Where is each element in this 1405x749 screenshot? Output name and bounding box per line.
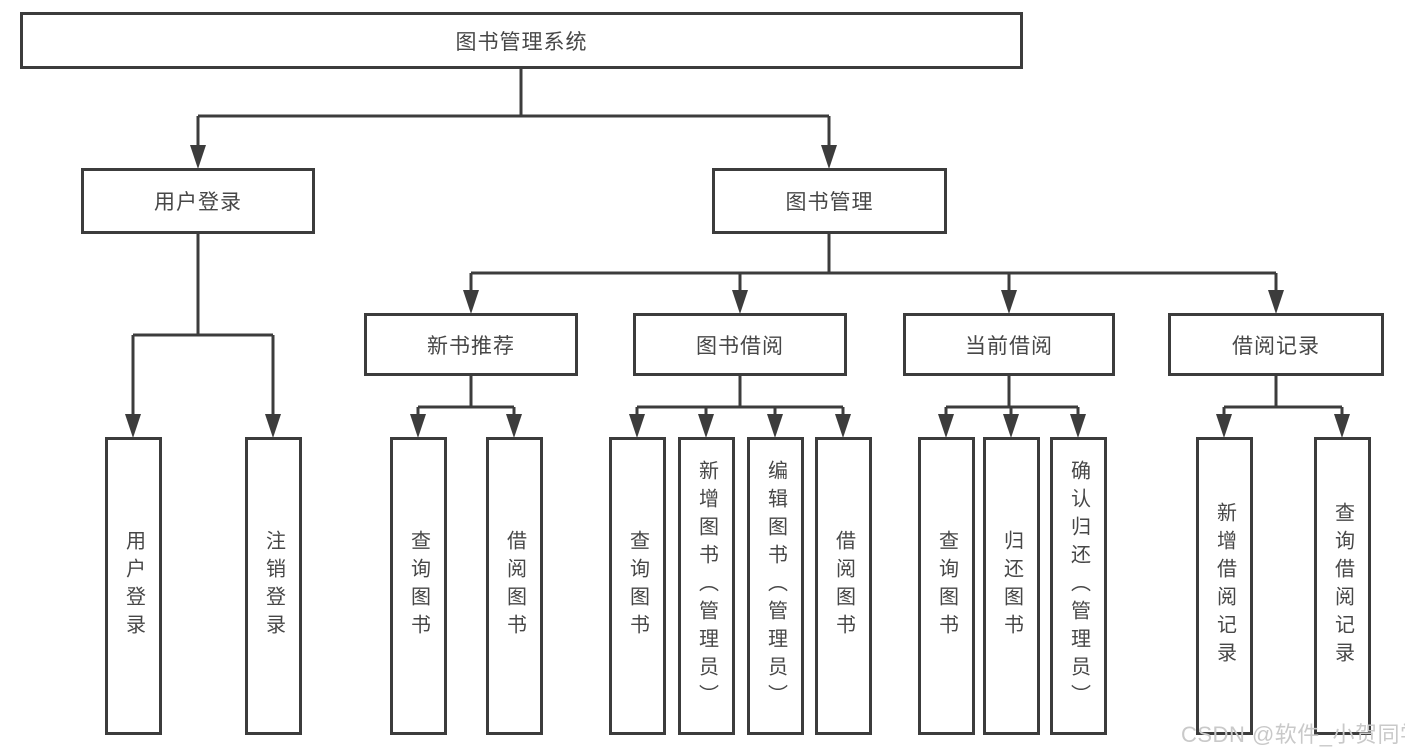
node-user-login: 用户登录 xyxy=(81,168,315,234)
leaf-return-books: 归还图书 xyxy=(983,437,1040,735)
leaf-current-query-books-label: 查询图书 xyxy=(935,530,958,642)
node-library-system-label: 图书管理系统 xyxy=(455,30,588,54)
leaf-user-login-label: 用户登录 xyxy=(122,530,145,642)
leaf-return-books-label: 归还图书 xyxy=(1000,530,1023,642)
leaf-add-books-admin-label: 新增图书（管理员） xyxy=(695,460,718,712)
leaf-edit-books-admin-label: 编辑图书（管理员） xyxy=(764,460,787,712)
node-borrowing-records-label: 借阅记录 xyxy=(1232,334,1320,358)
leaf-logout-label: 注销登录 xyxy=(262,530,285,642)
node-library-system: 图书管理系统 xyxy=(20,12,1023,69)
node-new-book-recommendation: 新书推荐 xyxy=(364,313,578,376)
node-new-book-recommendation-label: 新书推荐 xyxy=(427,334,515,358)
node-book-borrowing: 图书借阅 xyxy=(633,313,847,376)
leaf-confirm-return-admin: 确认归还（管理员） xyxy=(1050,437,1107,735)
leaf-query-borrow-record: 查询借阅记录 xyxy=(1314,437,1371,735)
leaf-logout: 注销登录 xyxy=(245,437,302,735)
node-current-borrowing: 当前借阅 xyxy=(903,313,1115,376)
leaf-borrow-books-label: 借阅图书 xyxy=(832,530,855,642)
leaf-query-borrow-record-label: 查询借阅记录 xyxy=(1331,502,1354,670)
node-book-management-label: 图书管理 xyxy=(785,191,874,214)
leaf-borrow-query-books-label: 查询图书 xyxy=(626,530,649,642)
leaf-add-borrow-record-label: 新增借阅记录 xyxy=(1213,502,1236,670)
leaf-rec-query-books: 查询图书 xyxy=(390,437,447,735)
leaf-add-borrow-record: 新增借阅记录 xyxy=(1196,437,1253,735)
leaf-add-books-admin: 新增图书（管理员） xyxy=(678,437,735,735)
leaf-edit-books-admin: 编辑图书（管理员） xyxy=(747,437,804,735)
node-borrowing-records: 借阅记录 xyxy=(1168,313,1384,376)
leaf-borrow-books: 借阅图书 xyxy=(815,437,872,735)
leaf-user-login: 用户登录 xyxy=(105,437,162,735)
node-book-management: 图书管理 xyxy=(712,168,947,234)
leaf-rec-borrow-books: 借阅图书 xyxy=(486,437,543,735)
node-current-borrowing-label: 当前借阅 xyxy=(965,334,1053,358)
leaf-rec-borrow-books-label: 借阅图书 xyxy=(503,530,526,642)
node-book-borrowing-label: 图书借阅 xyxy=(696,334,784,358)
leaf-rec-query-books-label: 查询图书 xyxy=(407,530,430,642)
node-user-login-label: 用户登录 xyxy=(154,191,242,214)
csdn-watermark: CSDN @软件_小贺同学 xyxy=(1181,722,1405,747)
leaf-borrow-query-books: 查询图书 xyxy=(609,437,666,735)
leaf-confirm-return-admin-label: 确认归还（管理员） xyxy=(1067,460,1090,712)
leaf-current-query-books: 查询图书 xyxy=(918,437,975,735)
